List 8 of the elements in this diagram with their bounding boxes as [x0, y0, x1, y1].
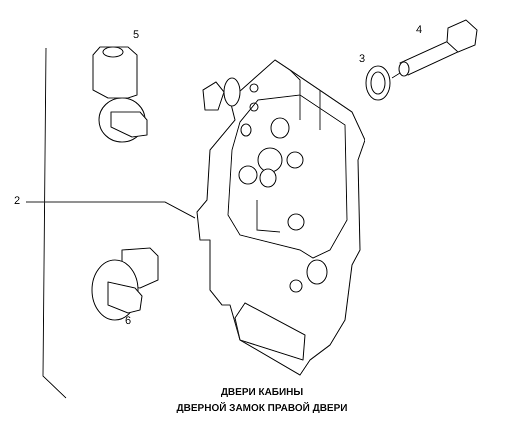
callout-number: 5 — [133, 29, 140, 41]
callout-number: 4 — [416, 24, 422, 36]
diagram-title: ДВЕРИ КАБИНЫ — [220, 387, 304, 398]
diagram-caption: ДВЕРНОЙ ЗАМОК ПРАВОЙ ДВЕРИ — [176, 403, 348, 414]
callout-number: 3 — [359, 53, 366, 65]
callout-number: 2 — [14, 195, 24, 209]
leader-line — [26, 202, 196, 218]
callout-number: 6 — [125, 315, 132, 327]
